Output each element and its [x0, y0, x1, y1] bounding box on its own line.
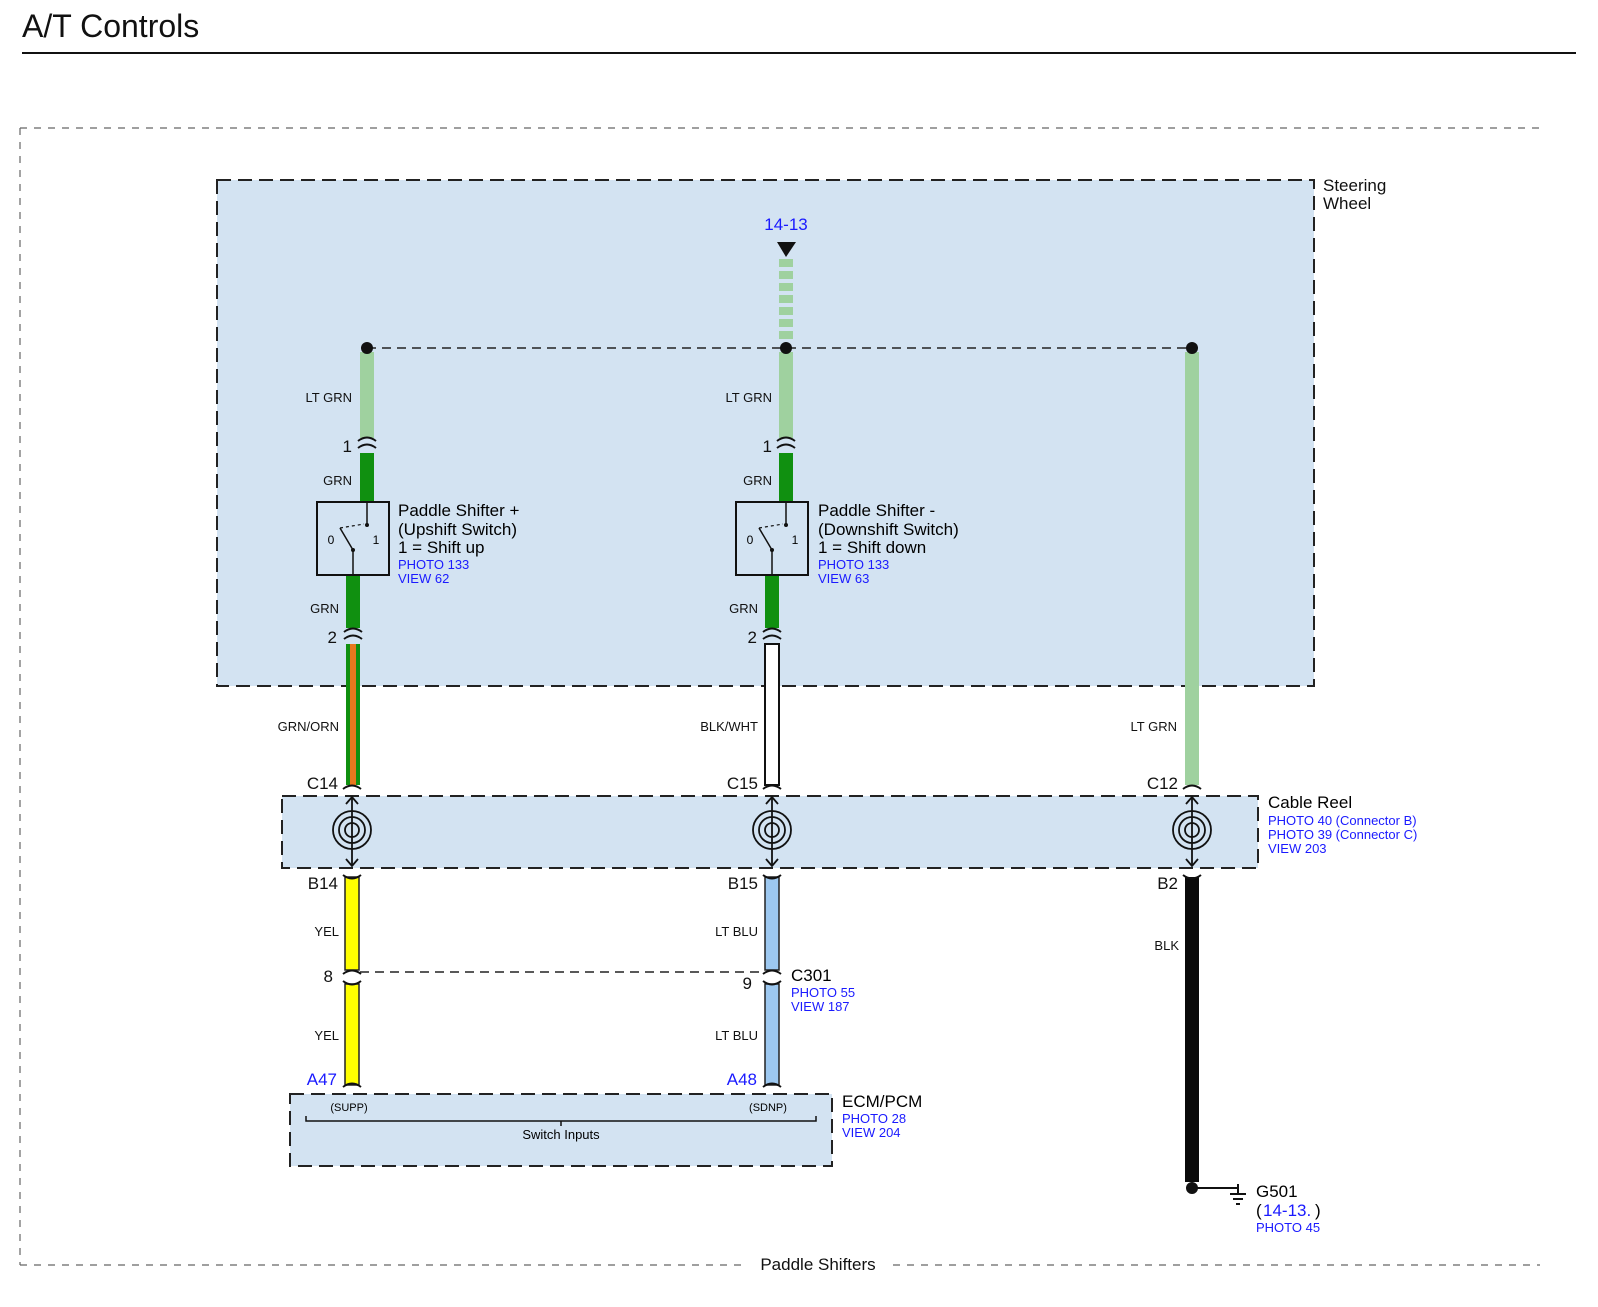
upshift-pos1: 1 — [373, 533, 380, 547]
c301-photo-link[interactable]: PHOTO 55 — [791, 985, 855, 1000]
cable-reel-photo2-link[interactable]: PHOTO 39 (Connector C) — [1268, 827, 1417, 842]
ecm-view-link[interactable]: VIEW 204 — [842, 1125, 901, 1140]
ecm-supp: (SUPP) — [330, 1102, 367, 1114]
pin-down-1: 1 — [763, 437, 772, 456]
downshift-desc: (Downshift Switch) — [818, 520, 959, 539]
upshift-state: 1 = Shift up — [398, 538, 484, 557]
wire-mid-lt-blu-top — [764, 876, 780, 971]
upshift-switch[interactable] — [316, 501, 390, 576]
footer-label: Paddle Shifters — [760, 1255, 875, 1274]
ground-icon — [1230, 1184, 1246, 1205]
page-title: A/T Controls — [22, 8, 200, 44]
ground-ref-link[interactable]: 14-13. — [1263, 1201, 1311, 1220]
connector-marks — [342, 436, 1202, 1088]
downshift-switch[interactable] — [735, 501, 809, 576]
wire-label-left-grn-b: GRN — [310, 601, 339, 616]
cable-reel-photo1-link[interactable]: PHOTO 40 (Connector B) — [1268, 813, 1417, 828]
pin-8: 8 — [324, 967, 333, 986]
wire-mid-grn-top — [779, 453, 793, 503]
wire-label-mid-grn-a: GRN — [743, 473, 772, 488]
ecm-group-bracket — [305, 1116, 817, 1126]
downshift-photo-link[interactable]: PHOTO 133 — [818, 557, 889, 572]
wire-label-mid-blu-a: LT BLU — [715, 924, 758, 939]
junction-dot-left — [361, 342, 373, 354]
c301-view-link[interactable]: VIEW 187 — [791, 999, 850, 1014]
ecm-group-label: Switch Inputs — [522, 1127, 600, 1142]
cable-reel-view-link[interactable]: VIEW 203 — [1268, 841, 1327, 856]
downshift-pos1: 1 — [792, 533, 799, 547]
wire-label-right-blk: BLK — [1154, 938, 1179, 953]
upshift-name: Paddle Shifter + — [398, 501, 520, 520]
pin-up-2: 2 — [328, 628, 337, 647]
wire-left-grn-bottom — [346, 576, 360, 628]
wire-label-mid-top: LT GRN — [726, 390, 772, 405]
wire-mid-grn-bottom — [765, 576, 779, 628]
wire-right-lt-grn — [1185, 352, 1199, 785]
wire-mid-lt-grn — [779, 352, 793, 438]
wire-left-grn-orn-stripe — [350, 644, 356, 785]
wire-left-yel-top — [344, 876, 360, 971]
pin-a47-link[interactable]: A47 — [307, 1070, 337, 1089]
downshift-pos0: 0 — [747, 533, 754, 547]
ecm-photo-link[interactable]: PHOTO 28 — [842, 1111, 906, 1126]
wire-mid-blk-wht — [764, 643, 780, 786]
title-rule — [22, 52, 1576, 54]
wire-label-left-grn-a: GRN — [323, 473, 352, 488]
wire-left-yel-bottom — [344, 983, 360, 1086]
ground-ref-close: ) — [1315, 1201, 1321, 1220]
pin-b2: B2 — [1157, 874, 1178, 893]
outer-frame — [19, 127, 1540, 1266]
wire-right-blk — [1185, 877, 1199, 1182]
wire-label-left-yel-a: YEL — [314, 924, 339, 939]
cable-reel-panel[interactable] — [281, 795, 1259, 869]
ecm-panel[interactable] — [289, 1093, 833, 1167]
upshift-desc: (Upshift Switch) — [398, 520, 517, 539]
downshift-state: 1 = Shift down — [818, 538, 926, 557]
wire-label-left-top: LT GRN — [306, 390, 352, 405]
ecm-sdnp: (SDNP) — [749, 1102, 787, 1114]
ground-ref-open: ( — [1256, 1201, 1262, 1220]
downshift-name: Paddle Shifter - — [818, 501, 935, 520]
ecm-name: ECM/PCM — [842, 1092, 922, 1111]
junction-dot-mid — [780, 342, 792, 354]
wire-left-grn-top — [360, 453, 374, 503]
c301-name: C301 — [791, 966, 832, 985]
pin-b15: B15 — [728, 874, 758, 893]
splice-ref-link[interactable]: 14-13 — [764, 215, 807, 234]
upshift-pos0: 0 — [328, 533, 335, 547]
wire-label-left-yel-b: YEL — [314, 1028, 339, 1043]
wire-label-mid-grn-b: GRN — [729, 601, 758, 616]
wire-label-mid-blu-b: LT BLU — [715, 1028, 758, 1043]
cable-reel-name: Cable Reel — [1268, 793, 1352, 812]
wire-label-right-lower: LT GRN — [1131, 719, 1177, 734]
pin-b14: B14 — [308, 874, 338, 893]
cable-reel-coils — [332, 795, 1212, 868]
wire-label-left-lower: GRN/ORN — [278, 719, 339, 734]
pin-c15: C15 — [727, 774, 758, 793]
steering-wheel-label-1: Steering — [1323, 176, 1386, 195]
wire-left-lt-grn — [360, 352, 374, 438]
upshift-view-link[interactable]: VIEW 62 — [398, 571, 449, 586]
downshift-view-link[interactable]: VIEW 63 — [818, 571, 869, 586]
ground-name: G501 — [1256, 1182, 1298, 1201]
upshift-photo-link[interactable]: PHOTO 133 — [398, 557, 469, 572]
steering-wheel-label-2: Wheel — [1323, 194, 1371, 213]
pin-down-2: 2 — [748, 628, 757, 647]
ground-photo-link[interactable]: PHOTO 45 — [1256, 1220, 1320, 1235]
splice-arrow-icon — [777, 242, 796, 257]
wire-mid-lt-blu-bottom — [764, 983, 780, 1086]
pin-9: 9 — [743, 974, 752, 993]
wire-label-mid-lower: BLK/WHT — [700, 719, 758, 734]
pin-c14: C14 — [307, 774, 338, 793]
pin-c12: C12 — [1147, 774, 1178, 793]
junction-dot-right — [1186, 342, 1198, 354]
pin-a48-link[interactable]: A48 — [727, 1070, 757, 1089]
pin-up-1: 1 — [343, 437, 352, 456]
